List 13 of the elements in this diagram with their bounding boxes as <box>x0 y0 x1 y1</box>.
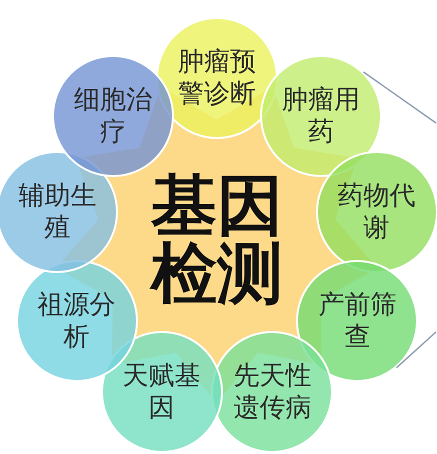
hub-title: 基因检测 <box>148 172 284 308</box>
leader-line <box>363 71 436 124</box>
topic-label: 天赋基因 <box>122 360 202 424</box>
topic-label: 药物代谢 <box>336 180 417 244</box>
topic-label: 祖源分析 <box>36 289 117 353</box>
topic-label: 肿瘤用药 <box>281 84 362 148</box>
topic-label: 产前筛查 <box>317 289 398 353</box>
topic-label: 细胞治疗 <box>72 84 153 148</box>
topic-label: 辅助生殖 <box>17 180 98 244</box>
topic-label: 肿瘤预警诊断 <box>177 46 257 110</box>
leader-line <box>396 331 436 368</box>
topic-circle <box>260 54 382 177</box>
topic-label: 先天性遗传病 <box>232 360 312 424</box>
